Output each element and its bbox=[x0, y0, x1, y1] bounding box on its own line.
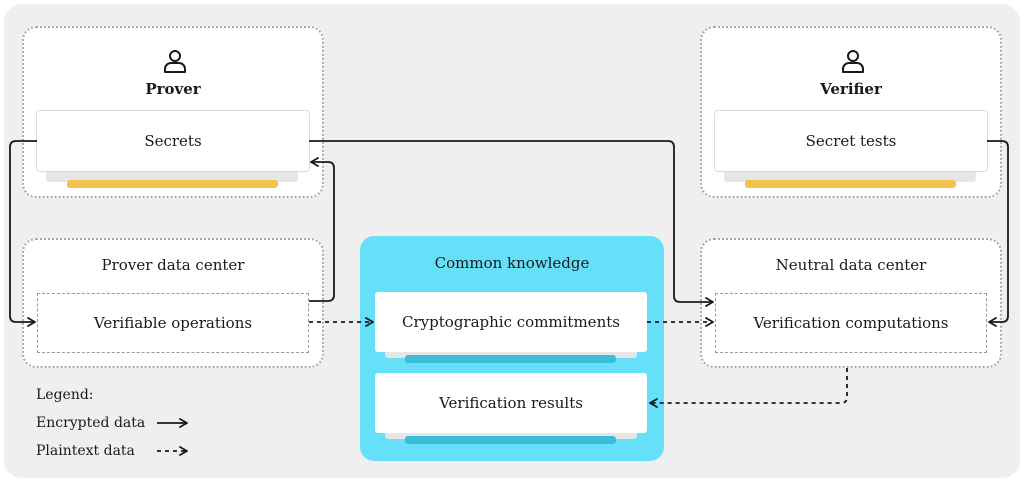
plaintext-arrow-computations-to-results bbox=[649, 368, 848, 408]
verifiable-operations-label: Verifiable operations bbox=[93, 314, 253, 332]
verification-computations-card: Verification computations bbox=[715, 293, 987, 353]
legend-plaintext-label: Plaintext data bbox=[36, 443, 135, 459]
commitments-accent-bar bbox=[405, 355, 616, 363]
verification-computations-label: Verification computations bbox=[753, 314, 949, 332]
verification-results-label: Verification results bbox=[439, 394, 583, 412]
cryptographic-commitments-label: Cryptographic commitments bbox=[402, 313, 620, 331]
secret-tests-label: Secret tests bbox=[805, 132, 897, 150]
verifier-card-shadow bbox=[724, 168, 976, 182]
encrypted-arrow-operations-to-secrets bbox=[309, 157, 335, 302]
verification-results-card: Verification results bbox=[375, 373, 647, 433]
secrets-label: Secrets bbox=[144, 132, 202, 150]
prover-data-center-title: Prover data center bbox=[101, 256, 245, 274]
verifier-title: Verifier bbox=[820, 80, 882, 98]
prover-title: Prover bbox=[145, 80, 201, 98]
cryptographic-commitments-card: Cryptographic commitments bbox=[375, 292, 647, 352]
secrets-card: Secrets bbox=[37, 111, 309, 171]
results-accent-bar bbox=[405, 436, 616, 444]
secret-tests-card: Secret tests bbox=[715, 111, 987, 171]
verifier-accent-bar bbox=[745, 180, 956, 188]
common-knowledge-title: Common knowledge bbox=[434, 254, 590, 272]
encrypted-arrow-secrets-to-computations bbox=[309, 140, 714, 307]
encrypted-arrow-secrets-to-operations bbox=[9, 140, 37, 327]
legend-encrypted-label: Encrypted data bbox=[36, 415, 146, 431]
prover-card-shadow bbox=[46, 168, 298, 182]
prover-accent-bar bbox=[67, 180, 278, 188]
encrypted-arrow-tests-to-computations bbox=[987, 140, 1009, 327]
legend-title: Legend: bbox=[36, 387, 94, 403]
user-icon bbox=[842, 50, 864, 73]
neutral-data-center-title: Neutral data center bbox=[775, 256, 927, 274]
verifiable-operations-card: Verifiable operations bbox=[37, 293, 309, 353]
user-icon bbox=[164, 50, 186, 73]
